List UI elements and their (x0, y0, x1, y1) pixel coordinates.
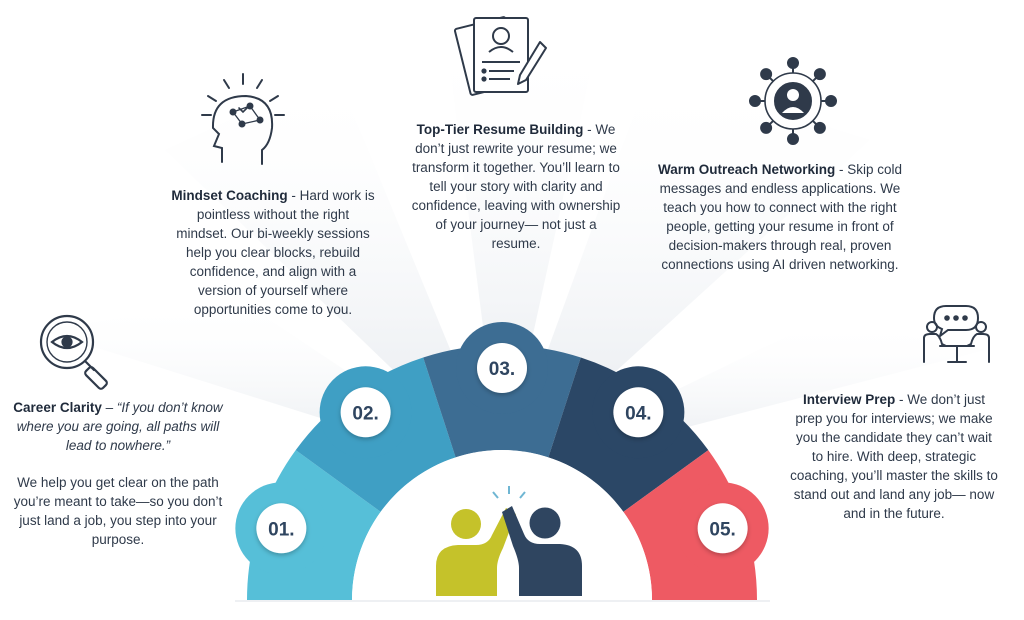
number-circle-01 (256, 503, 307, 554)
step-02-title: Mindset Coaching (171, 188, 288, 203)
step-number-02: 02. (352, 403, 378, 424)
step-01-body: We help you get clear on the path you’re… (13, 475, 223, 547)
step-05-text: Interview Prep - We don’t just prep you … (790, 392, 998, 521)
step-02-text: Mindset Coaching - Hard work is pointles… (171, 188, 375, 317)
ray-3 (445, 30, 600, 475)
step-04-body: Skip cold messages and endless applicati… (659, 162, 903, 272)
number-circle-05 (697, 503, 748, 554)
number-circles: 01. 02. 03. 04. 05. (256, 343, 748, 554)
step-01-quote: “If you don’t know where you are going, … (16, 400, 223, 453)
magnifier-eye-icon (39, 314, 108, 390)
step-number-05: 05. (709, 519, 735, 540)
step-01-title: Career Clarity (13, 400, 102, 415)
resume-document-icon (453, 16, 547, 96)
number-circle-02 (340, 387, 391, 438)
step-05-title: Interview Prep (802, 392, 896, 407)
number-circle-03 (477, 343, 527, 393)
interview-people-icon (923, 305, 990, 363)
step-03-title: Top-Tier Resume Building (416, 122, 584, 137)
step-number-04: 04. (625, 403, 651, 424)
head-brain-icon (201, 73, 285, 165)
step-04-title: Warm Outreach Networking (657, 162, 836, 177)
step-02-body: Hard work is pointless without the right… (176, 188, 375, 317)
step-number-03: 03. (489, 359, 515, 380)
number-circle-04 (613, 387, 664, 438)
step-01-text: Career Clarity – “If you don’t know wher… (13, 400, 223, 547)
arc-sectors (235, 322, 769, 600)
step-03-text: Top-Tier Resume Building - We don’t just… (411, 122, 621, 251)
step-05-body: We don’t just prep you for interviews; w… (790, 392, 998, 521)
step-03-body: We don’t just rewrite your resume; we tr… (411, 122, 621, 251)
step-04-text: Warm Outreach Networking - Skip cold mes… (657, 162, 903, 272)
high-five-people-icon (436, 486, 582, 596)
network-person-icon (749, 57, 837, 145)
step-number-01: 01. (268, 519, 294, 540)
